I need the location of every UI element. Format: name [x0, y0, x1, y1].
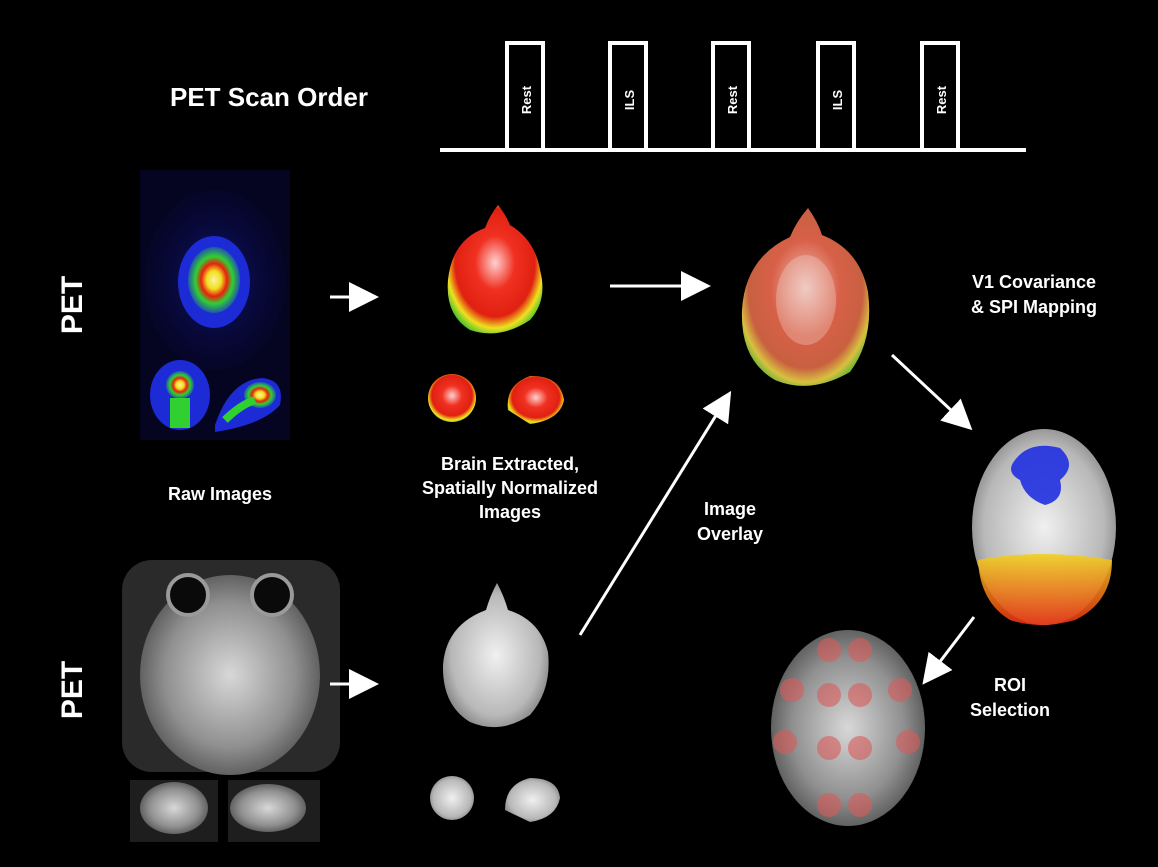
roi-caption-line-1: ROI: [955, 673, 1065, 698]
scan-label-1: Rest: [519, 85, 534, 114]
normalized-mri-coronal: [430, 776, 474, 820]
normalized-pet-axial: [448, 205, 543, 333]
roi-caption-line-2: Selection: [955, 698, 1065, 723]
v1-covariance-brain: [972, 429, 1116, 625]
roi-selection-caption: ROI Selection: [955, 673, 1065, 723]
raw-mri-coronal: [140, 782, 208, 834]
roi-circle-9: [817, 736, 841, 760]
raw-pet-coronal: [166, 371, 194, 399]
diagonal-arrow-icon: [892, 355, 968, 426]
v1-occipital-activation: [978, 554, 1112, 625]
normalized-mri-axial: [443, 583, 549, 727]
raw-mri-sagittal: [230, 784, 306, 832]
image-overlay-caption: Image Overlay: [670, 497, 790, 547]
roi-brain-slice: [771, 630, 925, 826]
normalized-pet-sagittal: [508, 376, 564, 424]
roi-brain: [771, 630, 925, 826]
scan-label-5: Rest: [934, 85, 949, 114]
raw-pet-coronal-stem: [170, 398, 190, 428]
raw-mri-image: [122, 560, 340, 842]
roi-circle-12: [848, 793, 872, 817]
roi-circle-8: [896, 730, 920, 754]
raw-mri-eye-left: [168, 575, 208, 615]
roi-circle-4: [888, 678, 912, 702]
normalized-images-caption: Brain Extracted, Spatially Normalized Im…: [395, 452, 625, 524]
normalized-caption-line-2: Spatially Normalized: [395, 476, 625, 500]
scan-order-timeline: Rest ILS Rest ILS Rest: [440, 43, 1026, 150]
row-label-top: PET: [56, 276, 89, 334]
roi-circle-11: [817, 793, 841, 817]
v1-covariance-caption: V1 Covariance & SPI Mapping: [944, 270, 1124, 320]
v1-caption-line-2: & SPI Mapping: [944, 295, 1124, 320]
scan-label-3: Rest: [725, 85, 740, 114]
overlay-caption-line-2: Overlay: [670, 522, 790, 547]
normalized-mri-image: [430, 583, 560, 822]
scan-label-2: ILS: [622, 90, 637, 111]
raw-images-caption: Raw Images: [130, 484, 310, 505]
normalized-caption-line-1: Brain Extracted,: [395, 452, 625, 476]
row-label-bottom: PET: [56, 661, 89, 719]
normalized-mri-sagittal: [505, 778, 560, 822]
scan-order-title: PET Scan Order: [170, 82, 368, 113]
raw-pet-axial: [188, 247, 240, 313]
overlay-highlight: [776, 255, 836, 345]
roi-circle-6: [848, 683, 872, 707]
roi-circle-7: [773, 730, 797, 754]
overlay-image: [742, 208, 869, 386]
raw-pet-image: [140, 170, 290, 440]
normalized-caption-line-3: Images: [395, 500, 625, 524]
roi-circle-5: [817, 683, 841, 707]
diagonal-arrow-icon: [926, 617, 974, 680]
raw-mri-eye-right: [252, 575, 292, 615]
roi-circle-10: [848, 736, 872, 760]
normalized-pet-coronal: [428, 374, 476, 422]
raw-mri-axial: [140, 575, 320, 775]
roi-circle-3: [780, 678, 804, 702]
overlay-caption-line-1: Image: [670, 497, 790, 522]
v1-caption-line-1: V1 Covariance: [944, 270, 1124, 295]
normalized-pet-image: [428, 205, 564, 424]
roi-circle-1: [817, 638, 841, 662]
scan-label-4: ILS: [830, 90, 845, 111]
roi-circle-2: [848, 638, 872, 662]
